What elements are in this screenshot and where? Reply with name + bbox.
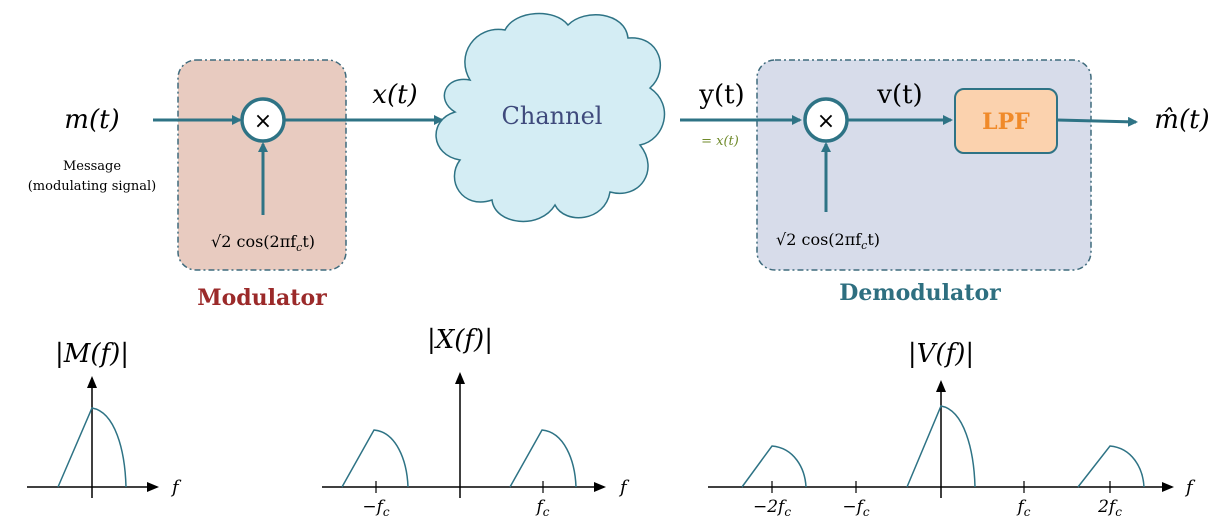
spectrum-x-tick-label-neg-fc: −fc [362,497,390,519]
spectrum-v-lobe-baseband [906,405,976,488]
spectrum-v-axis-label: f [1184,477,1196,498]
spectrum-x: |X(f)| −fc fc f [322,325,630,519]
spectrum-x-title: |X(f)| [427,325,493,355]
spectrum-x-lobe-neg [341,429,409,488]
spectrum-x-tick-label-pos-fc: fc [534,497,549,519]
received-signal-label: y(t) [698,80,744,110]
spectrum-m-shape [57,407,127,488]
mixed-signal-label: v(t) [876,80,922,110]
spectrum-x-lobe-pos [509,429,577,488]
channel-cloud [435,12,666,222]
demodulator-mixer-symbol: × [817,109,835,134]
spectrum-m: |M(f)| f [27,339,182,498]
spectrum-v-tick-label-neg-fc: −fc [842,497,870,519]
modulator-label: Modulator [197,285,327,311]
spectrum-v-lobe-pos-2fc [1077,445,1145,488]
demodulator-mixer [803,97,849,143]
demodulator-carrier-label: √2 cos(2πfct) [776,230,880,252]
spectrum-m-title: |M(f)| [55,339,129,369]
message-caption-line1: Message [63,159,121,174]
modulator-mixer-symbol: × [254,109,272,134]
received-equiv-label: = x(t) [701,134,739,149]
demodulator-label: Demodulator [839,280,1001,306]
spectrum-v-tick-label-neg-2fc: −2fc [753,497,791,519]
spectrum-v-title: |V(f)| [908,339,974,369]
spectrum-x-axis-label: f [618,477,630,498]
channel-label: Channel [502,102,603,130]
spectrum-m-axis-label: f [170,477,182,498]
spectrum-v-tick-label-pos-fc: fc [1015,497,1030,519]
spectrum-v: |V(f)| −2fc −fc fc 2fc f [708,339,1196,519]
modulated-signal-label: x(t) [372,80,417,110]
modulator-mixer [240,97,286,143]
output-arrow [1056,116,1138,127]
lpf-label: LPF [982,109,1030,135]
spectrum-v-lobe-neg-2fc [741,445,807,488]
modulator-carrier-label: √2 cos(2πfct) [211,232,315,254]
message-caption-line2: (modulating signal) [28,179,157,194]
input-signal-label: m(t) [64,105,119,135]
output-signal-label: m̂(t) [1154,105,1209,135]
spectrum-v-tick-label-pos-2fc: 2fc [1097,497,1122,519]
